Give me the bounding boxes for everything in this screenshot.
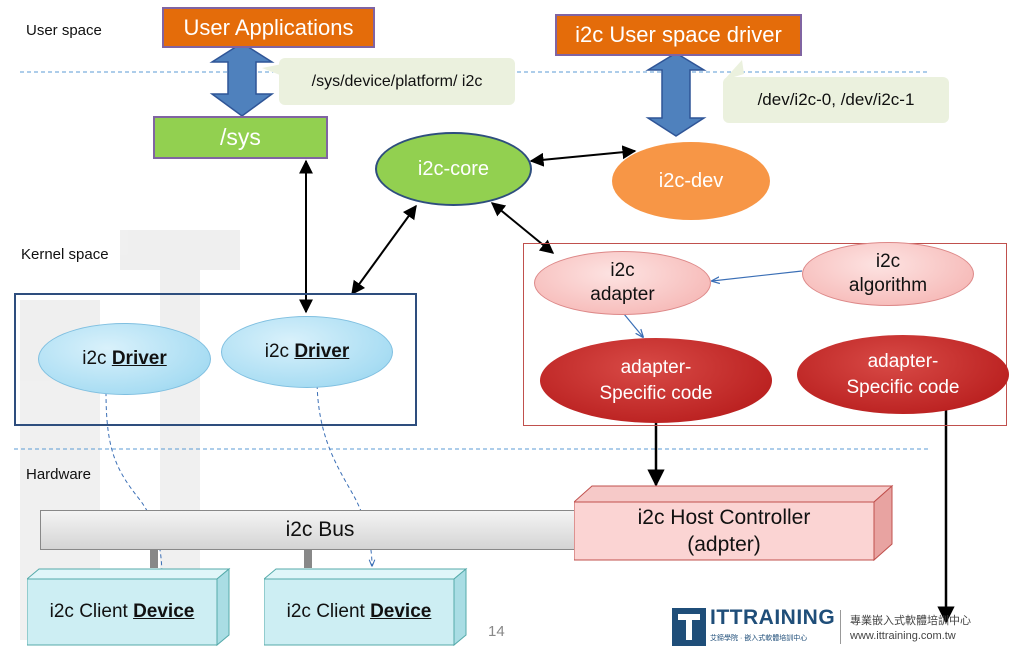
client-device-1: i2c Client Device [49,601,195,622]
adapter-group [523,243,1007,426]
i2c-bus: i2c Bus [40,510,600,550]
logo-url: www.ittraining.com.tw [850,630,956,642]
it-logo-icon [672,608,706,646]
dev-path-callout: /dev/i2c-0, /dev/i2c-1 [723,77,949,123]
sys-box: /sys [153,116,328,159]
i2c-core-node: i2c-core [375,132,532,206]
driver2-device-dashed [316,377,372,566]
ittraining-logo: ITTRAINING 艾鍗學院 · 嵌入式軟體培訓中心 專業嵌入式軟體培訓中心 … [672,606,1002,650]
i2c-driver-2: i2c Driver [221,316,393,388]
logo-sub-left: 艾鍗學院 · 嵌入式軟體培訓中心 [710,635,808,642]
logo-brand: ITTRAINING [710,606,836,629]
client-device-1-3d [27,567,231,647]
client-device-2: i2c Client Device [286,601,432,622]
bus-connector-1 [150,550,158,568]
hardware-label: Hardware [26,466,92,483]
adapter-specific-arrow [623,313,643,337]
algorithm-adapter-arrow [712,270,803,281]
i2c-driver-1: i2c Driver [38,323,211,395]
core-dev-arrow [529,145,637,167]
user-space-label: User space [26,22,102,39]
apps-sys-double-arrow [209,42,275,117]
user-applications-box: User Applications [162,7,375,48]
sys-path-callout: /sys/device/platform/ i2c [279,58,515,105]
adapter-specific-code-2: adapter-Specific code [797,335,1009,414]
kernel-driver-group [14,293,417,426]
userdriver-dev-double-arrow [645,52,707,137]
i2c-user-space-driver-box: i2c User space driver [555,14,802,56]
host-controller-box-3d [574,484,894,562]
sys-callout-tail [262,64,282,75]
logo-sub-right: 專業嵌入式軟體培訓中心 [850,615,971,627]
logo-divider [840,610,841,644]
host-controller-label: i2c Host Controller(adpter) [637,505,811,556]
core-adapter-arrow [490,202,555,254]
page-number: 14 [488,623,505,640]
core-kernelbox-arrow [351,204,417,296]
dev-callout-tail [724,60,744,80]
adapter-specific-code-1: adapter-Specific code [540,338,772,423]
bus-connector-2 [304,550,312,568]
i2c-dev-node: i2c-dev [612,142,770,220]
client-device-2-3d [264,567,468,647]
kernel-space-label: Kernel space [21,246,109,263]
